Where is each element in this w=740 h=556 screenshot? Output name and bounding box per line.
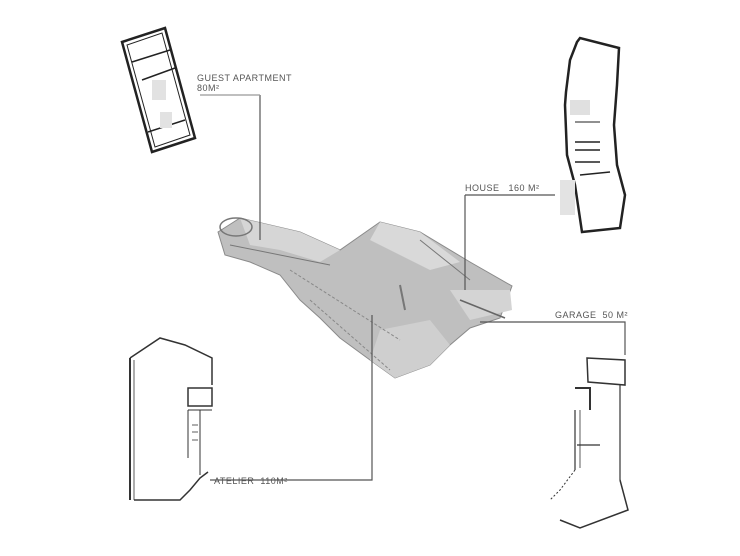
garage-area: 50 m² <box>602 310 629 320</box>
atelier-area: 110m² <box>260 476 288 486</box>
label-atelier: ATELIER 110m² <box>214 476 288 486</box>
guest-apartment-name: GUEST APARTMENT <box>197 73 293 83</box>
guest-apartment-plan <box>120 26 197 154</box>
label-guest-apartment: GUEST APARTMENT 80m² <box>197 73 292 93</box>
house-area: 160 m² <box>508 183 540 193</box>
house-plan <box>560 36 627 234</box>
garage-plan <box>549 357 629 529</box>
house-name: HOUSE <box>465 183 500 193</box>
label-house: HOUSE 160 m² <box>465 183 540 193</box>
garage-name: GARAGE <box>555 310 597 320</box>
axonometric-model <box>217 217 513 379</box>
atelier-plan <box>129 337 213 501</box>
atelier-name: ATELIER <box>214 476 255 486</box>
label-garage: GARAGE 50 m² <box>555 310 628 320</box>
leader-lines <box>200 94 626 481</box>
guest-apartment-area: 80m² <box>197 83 220 93</box>
